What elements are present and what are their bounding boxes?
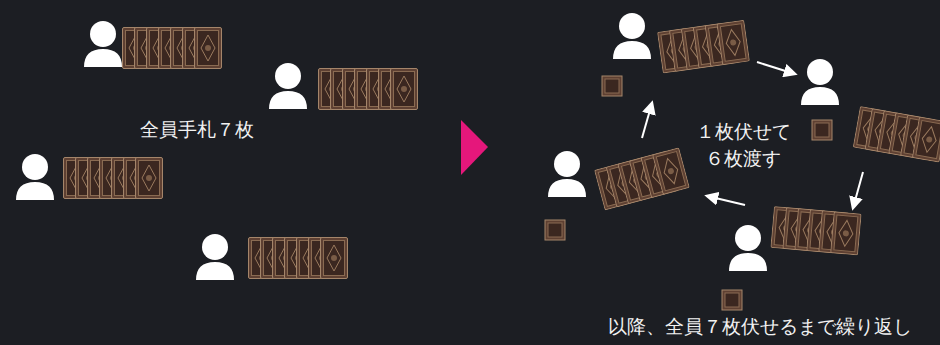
player-icon	[84, 21, 122, 67]
card	[391, 69, 418, 110]
pass-arrow	[757, 62, 795, 74]
face-down-card	[602, 76, 622, 96]
card-hand	[123, 28, 222, 69]
player-icon	[613, 13, 651, 59]
pass-arrow	[707, 196, 745, 205]
card-hand	[853, 107, 940, 162]
face-down-card-inner	[605, 79, 619, 93]
player-icon	[196, 234, 234, 280]
player-icon	[729, 225, 767, 271]
card-hand	[64, 158, 163, 199]
card	[653, 148, 690, 195]
face-down-card-inner	[815, 123, 829, 137]
card	[136, 158, 163, 199]
player-icon	[801, 59, 839, 105]
player-icon	[269, 63, 307, 109]
face-down-card	[545, 220, 565, 240]
face-down-card-inner	[548, 223, 562, 237]
card	[195, 28, 222, 69]
face-down-card	[812, 120, 832, 140]
step-note: １枚伏せて ６枚渡す	[690, 118, 796, 172]
card-hand	[771, 207, 861, 255]
face-down-card	[722, 290, 742, 310]
summary-note: 全員手札７枚	[140, 116, 254, 143]
face-down-card-inner	[725, 293, 739, 307]
card-hand	[595, 148, 690, 210]
card-hand	[319, 69, 418, 110]
player-icon	[16, 154, 54, 200]
transition-arrow	[461, 120, 488, 175]
repeat-note: 以降、全員７枚伏せるまで繰り返し	[608, 313, 912, 340]
card	[321, 238, 348, 279]
card-hand	[658, 20, 750, 73]
player-icon	[548, 151, 586, 197]
card-hand	[249, 238, 348, 279]
card	[912, 117, 940, 162]
card	[717, 20, 749, 64]
card	[831, 212, 861, 255]
pass-arrow	[853, 172, 863, 208]
pass-arrow	[642, 103, 652, 138]
